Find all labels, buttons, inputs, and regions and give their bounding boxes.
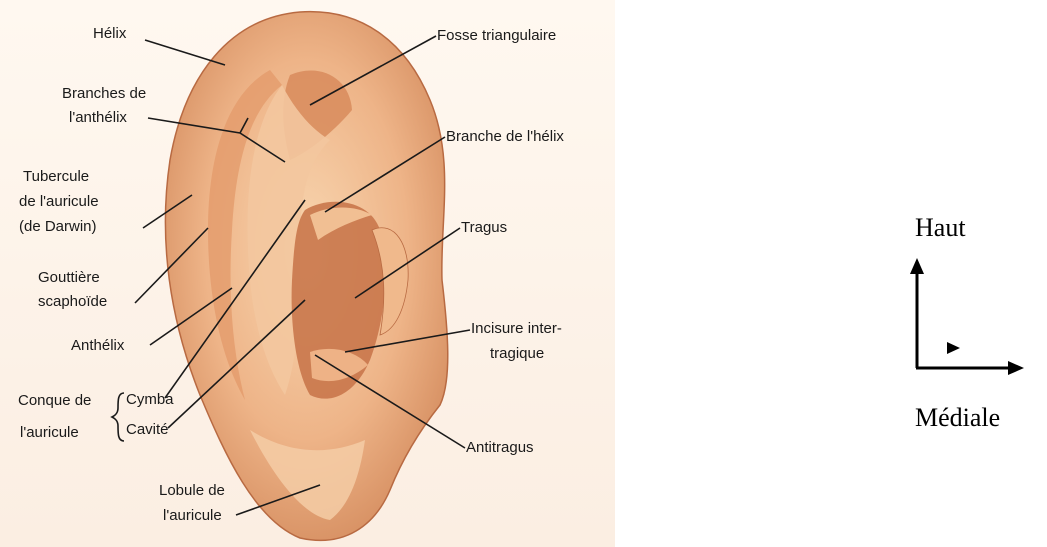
label-helix: Hélix — [93, 25, 127, 42]
label-conque-1: Conque de — [18, 392, 91, 409]
label-fosse: Fosse triangulaire — [437, 27, 556, 44]
orientation-up-arrowhead — [910, 258, 924, 274]
orientation-right-arrowhead — [1008, 361, 1024, 375]
orientation-small-arrow — [947, 342, 960, 354]
label-tubercule-2: de l'auricule — [19, 193, 99, 210]
label-lobule-2: l'auricule — [163, 507, 222, 524]
orientation-up-label: Haut — [915, 213, 966, 242]
label-gouttiere-1: Gouttière — [38, 269, 100, 286]
label-anthelix: Anthélix — [71, 337, 125, 354]
orientation-medial-label: Médiale — [915, 403, 1000, 432]
label-conque-2: l'auricule — [20, 424, 79, 441]
label-lobule-1: Lobule de — [159, 482, 225, 499]
label-incisure-1: Incisure inter- — [471, 320, 562, 337]
label-cavite: Cavité — [126, 421, 169, 438]
label-tubercule-1: Tubercule — [23, 168, 89, 185]
label-branche-helix: Branche de l'hélix — [446, 128, 564, 145]
label-gouttiere-2: scaphoïde — [38, 293, 107, 310]
label-tragus: Tragus — [461, 219, 507, 236]
orientation-indicator: Haut Médiale — [910, 213, 1024, 432]
label-cymba: Cymba — [126, 391, 174, 408]
label-branches-antihelix-1: Branches de — [62, 85, 146, 102]
label-antitragus: Antitragus — [466, 439, 534, 456]
label-tubercule-3: (de Darwin) — [19, 218, 97, 235]
label-incisure-2: tragique — [490, 345, 544, 362]
label-branches-antihelix-2: l'anthélix — [69, 109, 127, 126]
